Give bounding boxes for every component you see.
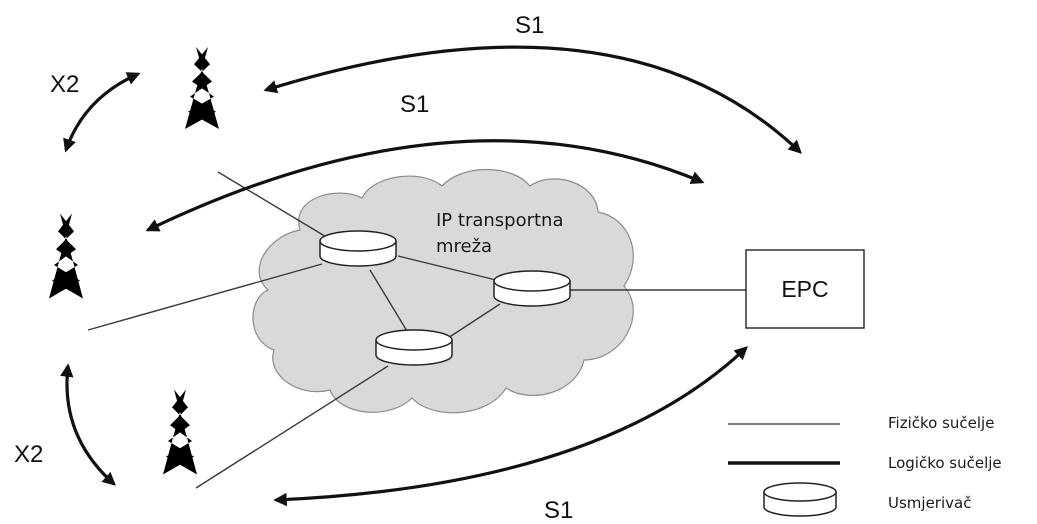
link-router1-router2 <box>397 255 497 281</box>
link-router2-router3 <box>447 303 501 339</box>
link-router1-router3 <box>369 269 411 337</box>
s1-bottom-label: S1 <box>544 497 573 524</box>
legend-router-icon <box>763 482 837 517</box>
cloud-label-line1: IP transportna <box>436 210 564 231</box>
cell-tower-1 <box>184 38 220 132</box>
s1-top-arrow <box>263 45 802 154</box>
legend-router-label: Usmjerivač <box>888 494 971 512</box>
epc-box <box>745 249 865 329</box>
legend-physical-label: Fizičko sučelje <box>888 414 994 432</box>
cloud-label-line2: mreža <box>436 236 492 257</box>
legend-logical-label: Logičko sučelje <box>888 454 1002 472</box>
cell-tower-3 <box>162 380 198 477</box>
epc-label: EPC <box>781 276 828 302</box>
x2-top-label: X2 <box>50 71 79 98</box>
legend: Fizičko sučelje Logičko sučelje Usmjeriv… <box>728 414 1002 517</box>
s1-middle-arrow <box>145 139 705 232</box>
s1-middle-label: S1 <box>400 91 429 118</box>
s1-top-label: S1 <box>515 12 544 39</box>
ip-transport-cloud <box>252 169 634 414</box>
router-2 <box>493 270 571 307</box>
router-3 <box>375 329 453 366</box>
link-tower2-router1 <box>87 263 323 331</box>
cell-tower-2 <box>48 204 84 301</box>
x2-bottom-label: X2 <box>14 441 43 468</box>
router-1 <box>319 230 397 267</box>
x2-top-arrow <box>63 72 141 153</box>
s1-bottom-arrow <box>273 346 748 507</box>
x2-bottom-arrow <box>60 363 117 486</box>
